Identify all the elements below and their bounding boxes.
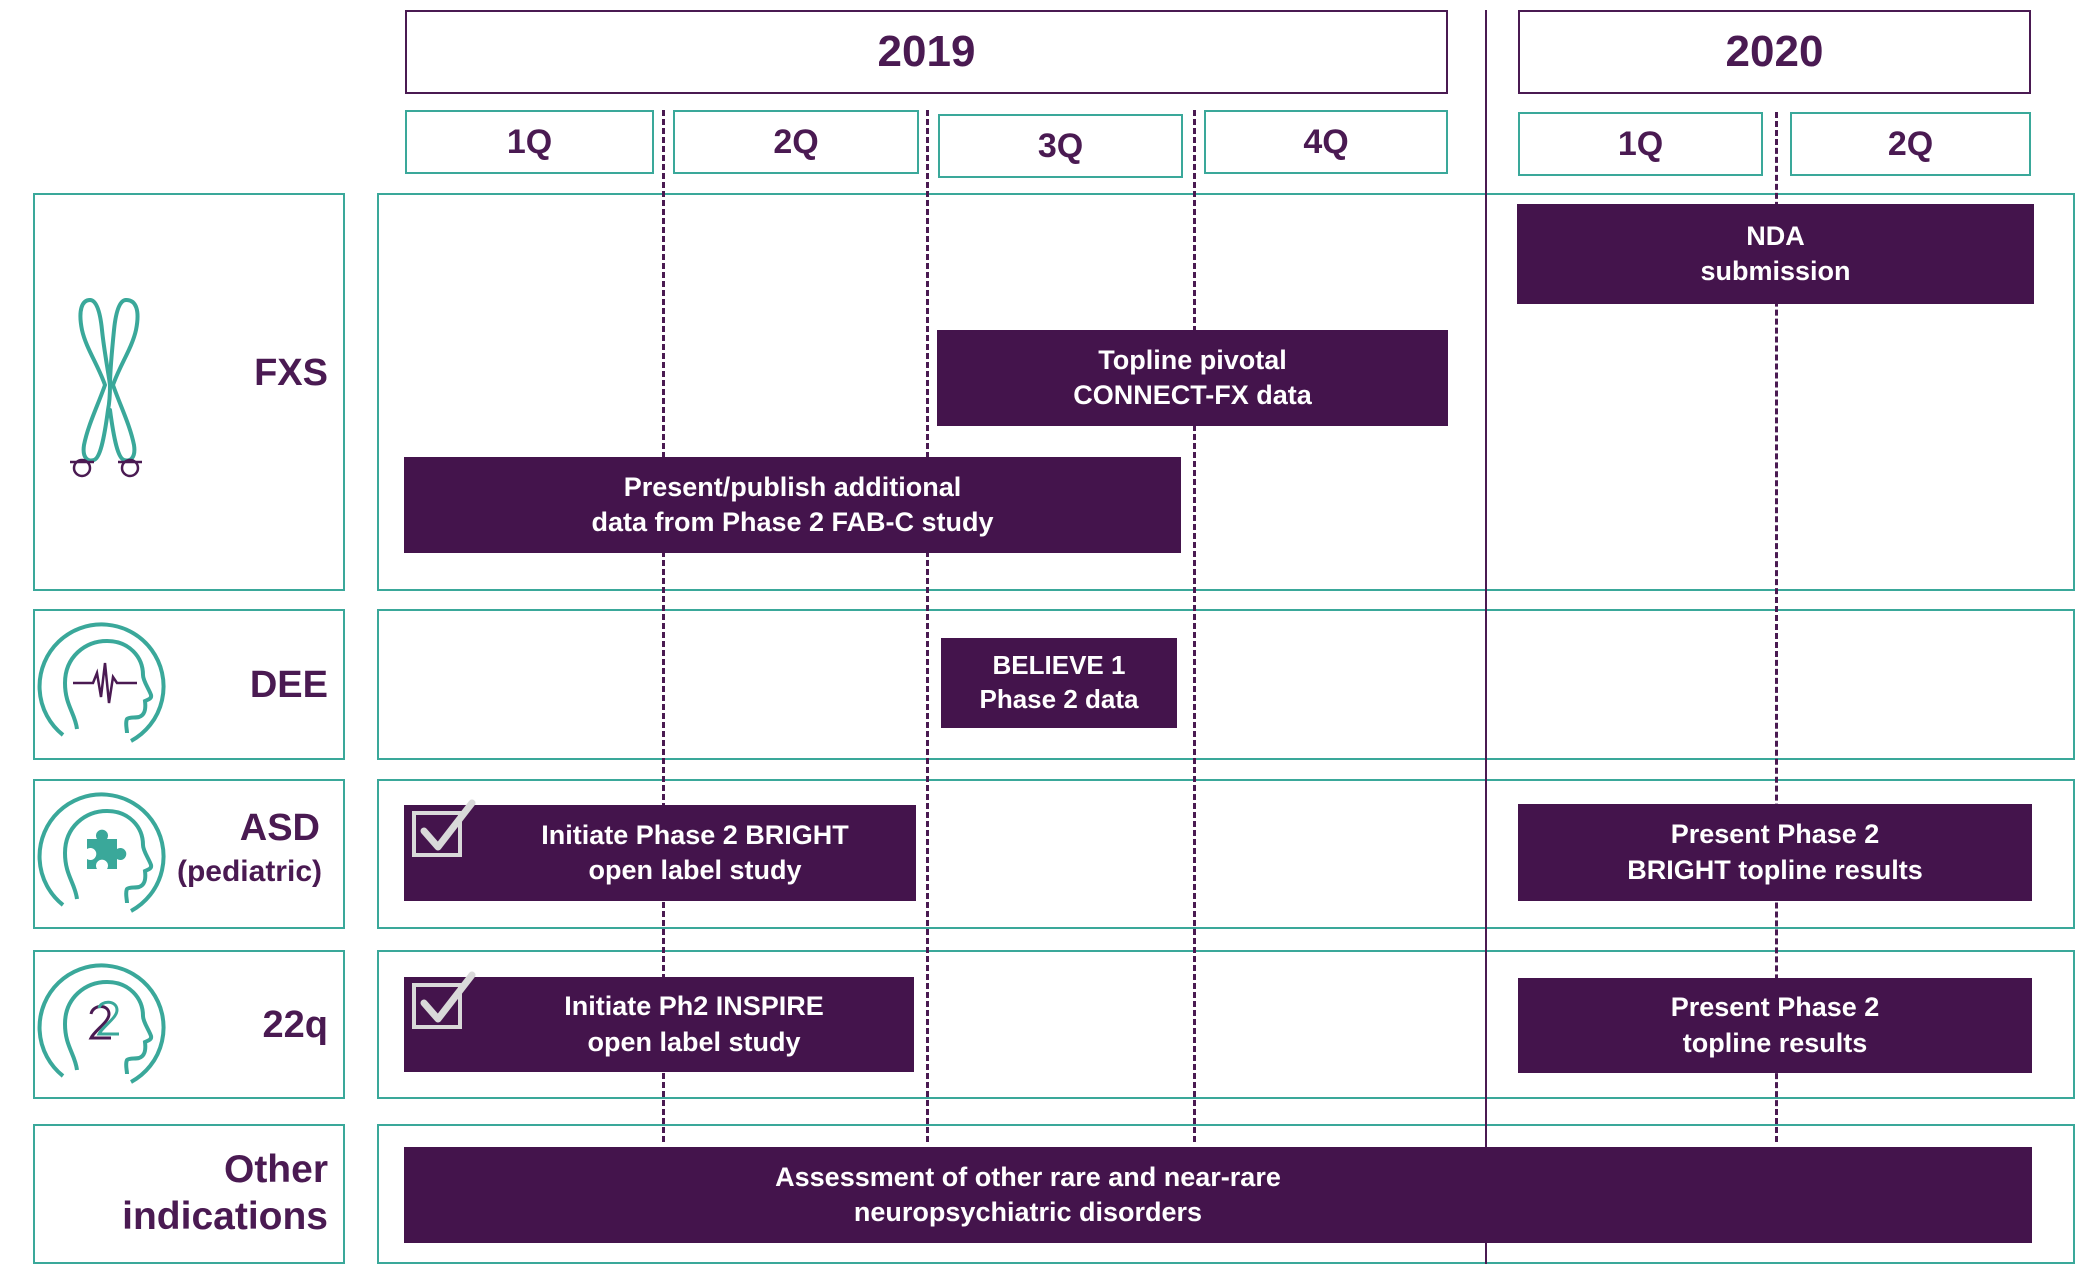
checkmark-icon [412, 971, 476, 1029]
row-label-box-asd [33, 779, 345, 929]
quarter-2020-1q: 1Q [1518, 112, 1763, 176]
bar-assessment-other: Assessment of other rare and near-rare n… [404, 1147, 2032, 1243]
row-label-asd: ASD [239, 807, 320, 849]
bar-believe-1: BELIEVE 1 Phase 2 data [941, 638, 1177, 728]
year-divider-line [1485, 10, 1487, 1264]
row-label-box-fxs [33, 193, 345, 591]
bar-present-22q: Present Phase 2 topline results [1518, 978, 2032, 1073]
head-brainwave-icon [37, 622, 166, 743]
row-label-other: Other indications [122, 1148, 328, 1238]
quarter-2020-2q: 2Q [1790, 112, 2031, 176]
bar-topline-connect-fx: Topline pivotal CONNECT-FX data [937, 330, 1448, 426]
row-label-box-other [33, 1124, 345, 1264]
row-content-box-dee [377, 609, 2075, 760]
gridline-2020-q1-q2 [1775, 112, 1778, 1142]
row-sublabel-asd: (pediatric) [176, 855, 322, 888]
quarter-2019-2q: 2Q [673, 110, 919, 174]
year-2019-header: 2019 [405, 10, 1448, 94]
head-puzzle-icon [37, 792, 166, 913]
gridline-2019-q1-q2 [662, 110, 665, 1142]
row-label-22q: 22q [262, 1004, 328, 1046]
bar-initiate-bright: Initiate Phase 2 BRIGHT open label study [404, 805, 916, 901]
bar-present-bright: Present Phase 2 BRIGHT topline results [1518, 804, 2032, 901]
bar-nda-submission: NDA submission [1517, 204, 2034, 304]
row-label-dee: DEE [249, 664, 328, 706]
quarter-2019-4q: 4Q [1204, 110, 1448, 174]
quarter-2019-1q: 1Q [405, 110, 654, 174]
year-2020-header: 2020 [1518, 10, 2031, 94]
checkmark-icon [412, 799, 476, 857]
gridline-2019-q3-q4 [1193, 110, 1196, 1142]
bar-present-fab-c: Present/publish additional data from Pha… [404, 457, 1181, 553]
quarter-2019-3q: 3Q [938, 114, 1183, 178]
chromosome-icon [70, 298, 142, 478]
row-label-box-22q [33, 950, 345, 1099]
head-22-icon [37, 963, 166, 1084]
row-label-fxs: FXS [254, 352, 328, 394]
bar-initiate-inspire: Initiate Ph2 INSPIRE open label study [404, 977, 914, 1072]
gridline-2019-q2-q3 [926, 110, 929, 1142]
row-label-box-dee [33, 609, 345, 760]
